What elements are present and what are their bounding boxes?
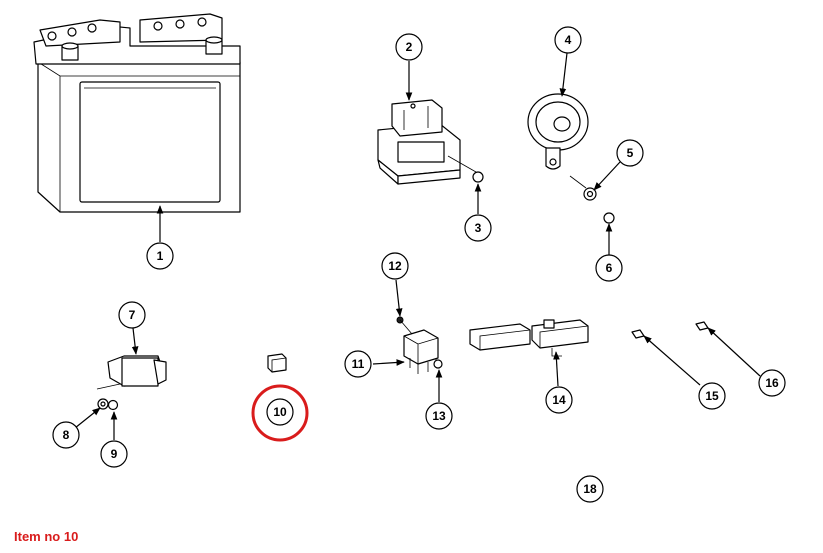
callout-label: 16 [765, 376, 779, 390]
callout-15[interactable]: 15 [698, 382, 726, 410]
nut-part-6 [603, 212, 615, 224]
callout-label: 10 [273, 405, 287, 419]
callout-8[interactable]: 8 [52, 421, 80, 449]
callout-18[interactable]: 18 [576, 475, 604, 503]
relay-part [403, 329, 439, 374]
callout-1[interactable]: 1 [146, 242, 174, 270]
callout-12[interactable]: 12 [381, 252, 409, 280]
callout-label: 14 [552, 393, 566, 407]
leader-lines [74, 52, 761, 440]
screw-part-12 [396, 316, 413, 335]
callout-10[interactable]: 10 [251, 384, 309, 442]
callout-7[interactable]: 7 [118, 301, 146, 329]
callout-label: 12 [388, 259, 402, 273]
callout-13[interactable]: 13 [425, 402, 453, 430]
relay-block-part [377, 99, 461, 185]
callout-11[interactable]: 11 [344, 350, 372, 378]
horn-part [527, 93, 589, 170]
nut-part-13 [433, 359, 443, 369]
battery-part [33, 13, 241, 213]
washer-part-5 [569, 175, 597, 201]
callout-label: 4 [565, 33, 572, 47]
callout-label: 9 [111, 447, 118, 461]
callout-3[interactable]: 3 [464, 214, 492, 242]
callout-6[interactable]: 6 [595, 254, 623, 282]
nut-part-9 [107, 399, 119, 411]
terminal-part-15 [631, 329, 645, 339]
callout-16[interactable]: 16 [758, 369, 786, 397]
callout-label: 8 [63, 428, 70, 442]
callout-label: 6 [606, 261, 613, 275]
callout-14[interactable]: 14 [545, 386, 573, 414]
callout-label: 1 [157, 249, 164, 263]
callout-label: 7 [129, 308, 136, 322]
callout-4[interactable]: 4 [554, 26, 582, 54]
terminal-part-16 [695, 321, 709, 331]
callout-label: 5 [627, 146, 634, 160]
callout-5[interactable]: 5 [616, 139, 644, 167]
callout-label: 13 [432, 409, 446, 423]
callout-label: 11 [352, 357, 365, 371]
callout-label: 15 [705, 389, 719, 403]
callout-label: 18 [583, 482, 597, 496]
item-caption: Item no 10 [14, 529, 79, 544]
flasher-unit-part [96, 355, 167, 390]
fuse-holder-part [469, 319, 589, 357]
callout-9[interactable]: 9 [100, 440, 128, 468]
washer-part-8 [97, 398, 109, 410]
connector-part-10 [267, 353, 287, 373]
callout-label: 3 [475, 221, 482, 235]
callout-label: 2 [406, 40, 413, 54]
screw-part-3 [447, 155, 484, 183]
callout-2[interactable]: 2 [395, 33, 423, 61]
highlight-ring [251, 384, 309, 442]
